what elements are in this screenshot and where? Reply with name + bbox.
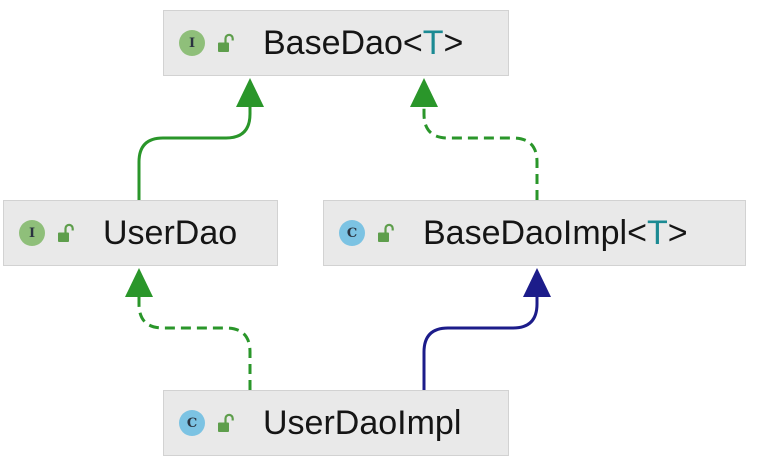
edge-userdaoimpl-implements-userdao[interactable] [137,296,252,390]
generic-open: < [402,24,423,62]
generic-close: > [443,24,464,62]
class-name: UserDaoImpl [263,404,462,442]
arrowhead-userdaoimpl-to-basedaoimpl [523,268,551,297]
generic-open: < [627,214,647,252]
type-parameter: T [422,24,444,62]
class-icon-letter: C [346,225,358,241]
node-userdao[interactable]: I UserDao [3,200,278,266]
interface-icon: I [19,220,45,246]
edge-userdao-extends-basedao[interactable] [137,106,252,200]
edge-basedaoimpl-implements-basedao[interactable] [422,106,539,200]
interface-icon-letter: I [28,225,36,241]
arrowhead-basedaoimpl-to-basedao [410,78,438,107]
type-parameter: T [646,214,668,252]
interface-icon: I [179,30,205,56]
arrowhead-userdao-to-basedao [236,78,264,107]
node-basedao[interactable]: I BaseDao<T> [163,10,509,76]
class-icon: C [179,410,205,436]
node-label: UserDao [103,216,237,250]
edge-userdaoimpl-extends-basedaoimpl[interactable] [422,296,539,390]
lock-icon [57,223,75,243]
class-icon: C [339,220,365,246]
node-label: BaseDao<T> [263,26,463,60]
generic-close: > [667,214,688,252]
lock-icon [217,33,235,53]
node-label: UserDaoImpl [263,406,461,440]
node-label: BaseDaoImpl<T> [423,216,688,250]
class-name: BaseDaoImpl [423,214,628,252]
lock-icon [377,223,395,243]
class-name: BaseDao [263,24,403,62]
arrowhead-userdaoimpl-to-userdao [125,268,153,297]
interface-icon-letter: I [188,35,196,51]
class-icon-letter: C [186,415,198,431]
class-name: UserDao [103,214,238,252]
lock-icon [217,413,235,433]
node-userdaoimpl[interactable]: C UserDaoImpl [163,390,509,456]
node-basedaoimpl[interactable]: C BaseDaoImpl<T> [323,200,746,266]
